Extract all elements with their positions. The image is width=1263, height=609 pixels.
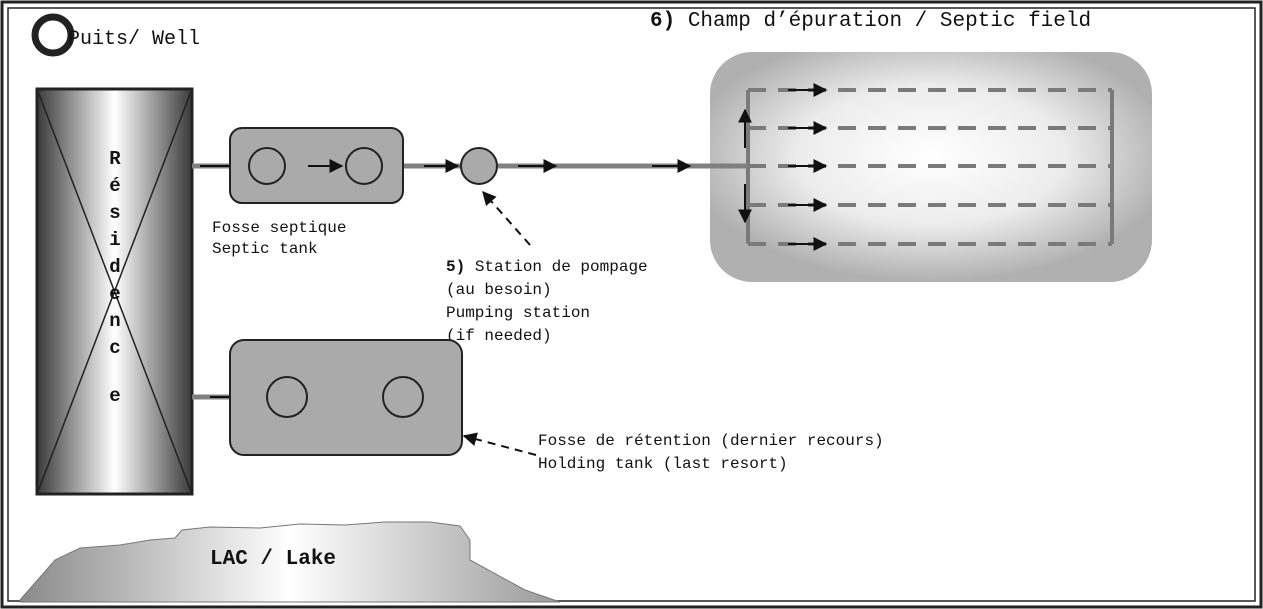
holding-tank-body — [229, 339, 463, 456]
septic-field-number: 6) — [650, 10, 675, 33]
residence-diagonal-2 — [36, 88, 193, 495]
well-icon — [31, 13, 75, 57]
tank-access-port — [266, 376, 308, 418]
septic-field-label: Champ d’épuration / Septic field — [688, 10, 1091, 33]
pumping-station-label-en-2: (if needed) — [446, 327, 552, 345]
residence-letter: d — [109, 256, 120, 278]
pumping-station-number: 5) — [446, 258, 465, 276]
pointer-arrow — [482, 190, 531, 246]
well-label: Puits/ Well — [68, 28, 200, 51]
residence: R é s i d e n c e — [35, 87, 194, 496]
residence-letter: c — [109, 337, 120, 359]
residence-label: R é s i d e n c e — [109, 148, 121, 407]
septic-field-title: 6) Champ d’épuration / Septic field — [650, 10, 1091, 33]
septic-tank-label-en: Septic tank — [212, 240, 318, 258]
pointer-arrow — [462, 432, 537, 456]
holding-tank-label-fr: Fosse de rétention (dernier recours) — [538, 432, 884, 450]
pumping-station-label-fr-2: (au besoin) — [446, 281, 552, 299]
pumping-station: 5) Station de pompage (au besoin) Pumpin… — [446, 147, 648, 345]
pumping-station-label-en: Pumping station — [446, 304, 590, 322]
septic-tank-label-fr: Fosse septique — [212, 219, 346, 237]
residence-letter: e — [109, 283, 120, 305]
septic-tank: Fosse septique Septic tank — [212, 127, 404, 258]
tank-access-port — [248, 147, 286, 185]
inner-frame — [7, 7, 1256, 602]
pumping-station-label: 5) Station de pompage — [446, 258, 648, 276]
lake-label: LAC / Lake — [210, 548, 336, 571]
holding-tank: Fosse de rétention (dernier recours) Hol… — [192, 339, 884, 473]
residence-letter: R — [109, 148, 121, 170]
septic-field — [710, 52, 1152, 282]
well: Puits/ Well — [31, 13, 200, 57]
holding-tank-label-en: Holding tank (last resort) — [538, 455, 788, 473]
residence-letter: e — [109, 385, 120, 407]
pumping-station-icon — [460, 147, 498, 185]
lake: LAC / Lake — [19, 521, 561, 603]
tank-access-port — [345, 147, 383, 185]
residence-letter: n — [109, 310, 120, 332]
tank-access-port — [382, 376, 424, 418]
residence-letter: i — [109, 229, 120, 251]
residence-letter: é — [109, 175, 120, 197]
residence-letter: s — [109, 202, 120, 224]
lake-shape — [19, 521, 561, 603]
pumping-station-label-fr: Station de pompage — [475, 258, 648, 276]
